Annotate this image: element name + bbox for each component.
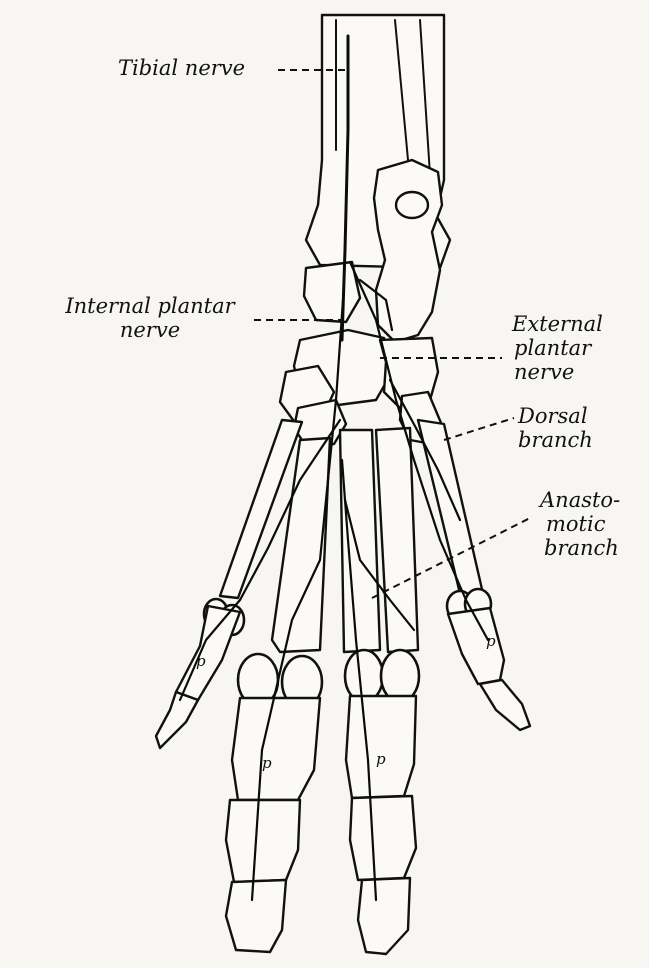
external-plantar-nerve-path [348, 260, 490, 642]
right-digit-mark: p [486, 632, 496, 650]
digit-bones [154, 604, 532, 956]
anastomotic-branch-path [343, 498, 416, 632]
dorsal-branch-label: Dorsal branch [518, 404, 593, 452]
nerve-paths [178, 34, 490, 902]
tibial-nerve-label: Tibial nerve [118, 56, 246, 80]
metatarsal-bones [218, 418, 486, 654]
external-plantar-nerve-label: External plantar nerve [512, 312, 603, 384]
left-digit-mark: p [196, 652, 206, 670]
dorsal-branch-path [388, 378, 462, 522]
tibial-nerve-path [340, 34, 350, 342]
inner-left-digit-mark: p [262, 754, 272, 772]
inner-right-digit-mark: p [376, 750, 386, 768]
internal-plantar-nerve-label: Internal plantar nerve [65, 294, 235, 342]
anastomotic-branch-leader [371, 517, 531, 599]
dorsal-branch-leader [443, 417, 515, 441]
label-leader-lines [254, 69, 531, 599]
internal-plantar-nerve-path [250, 298, 345, 902]
anastomotic-branch-label: Anasto- motic branch [540, 488, 621, 560]
